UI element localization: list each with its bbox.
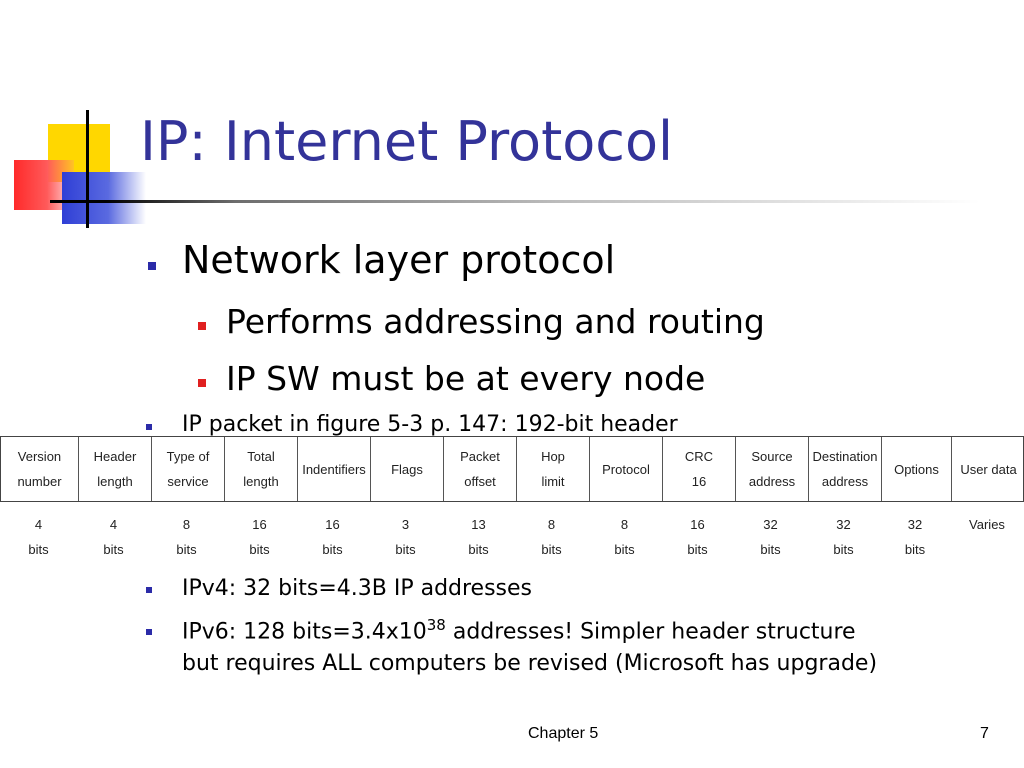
field-name: Destination address [812,449,878,489]
bullet-marker [148,262,156,270]
field-name: Total length [243,449,279,489]
field-size: 8 bits [614,517,635,557]
field-size-cell: Varies [950,512,1024,564]
field-name-cell: Flags [370,437,443,501]
footer-chapter: Chapter 5 [528,725,599,742]
field-size: 8 bits [541,517,562,557]
field-size-cell: 3 bits [369,512,442,564]
field-size: 16 bits [249,517,270,557]
field-name-cell: Type of service [151,437,224,501]
field-name: Version number [17,449,62,489]
field-size: 3 bits [395,517,416,557]
field-size-cell: 16 bits [661,512,734,564]
field-size: 4 bits [103,517,124,557]
field-size-cell: 8 bits [515,512,588,564]
field-name-cell: Protocol [589,437,662,501]
ipv6-suffix: addresses! Simpler header structure [445,619,856,645]
field-size: 8 bits [176,517,197,557]
bullet-marker [146,629,152,635]
sub-bullet-marker [198,379,206,387]
field-name-cell: CRC 16 [662,437,735,501]
field-size-cell: 8 bits [150,512,223,564]
field-name: Header length [93,449,137,489]
field-size: 13 bits [468,517,489,557]
field-size-cell: 4 bits [77,512,150,564]
bullet-ipv4: IPv4: 32 bits=4.3B IP addresses [182,576,533,601]
sub-bullet-addressing: Performs addressing and routing [226,302,765,341]
field-size-cell: 4 bits [0,512,77,564]
field-size-cell: 32 bits [807,512,880,564]
field-size: 4 bits [28,517,49,557]
field-name: Hop limit [541,449,565,489]
field-size: 32 bits [760,517,781,557]
field-name-cell: Total length [224,437,297,501]
bullet-ip-packet: IP packet in figure 5-3 p. 147: 192-bit … [182,412,678,437]
field-size: Varies [969,517,1005,532]
ip-packet-figure: Version number Header length Type of servi… [0,436,1024,567]
field-size: 16 bits [687,517,708,557]
bullet-marker [146,587,152,593]
field-name-cell: Hop limit [516,437,589,501]
field-name-cell: Packet offset [443,437,516,501]
field-name: Packet offset [460,449,500,489]
field-size-cell: 16 bits [223,512,296,564]
slide-number: 7 [980,725,989,742]
field-name-cell: Version number [1,437,78,501]
field-name: Options [894,461,939,477]
sub-bullet-every-node: IP SW must be at every node [226,359,706,398]
field-size-cell: 16 bits [296,512,369,564]
field-name: Protocol [602,461,650,477]
field-name-cell: Header length [78,437,151,501]
field-name-cell: Indentifiers [297,437,370,501]
field-size: 32 bits [904,517,926,557]
field-size-cell: 32 bits [734,512,807,564]
bullet-ipv6-continuation: but requires ALL computers be revised (M… [182,651,878,676]
ipv6-exponent: 38 [426,616,446,634]
field-name: CRC 16 [684,449,714,489]
field-size-cell: 8 bits [588,512,661,564]
field-size: 32 bits [833,517,854,557]
decor-vertical-line [86,110,89,228]
field-name-cell: Destination address [808,437,881,501]
field-size: 16 bits [322,517,343,557]
ipv6-prefix: IPv6: 128 bits=3.4x10 [182,619,427,645]
field-name: User data [960,461,1017,477]
field-name-cell: Source address [735,437,808,501]
field-name-cell: Options [881,437,951,501]
bullet-marker [146,424,152,430]
bullet-ipv6: IPv6: 128 bits=3.4x1038 addresses! Simpl… [182,616,856,644]
slide-title: IP: Internet Protocol [140,110,674,173]
field-size-cell: 13 bits [442,512,515,564]
sub-bullet-marker [198,322,206,330]
header-fields-row: Version number Header length Type of servi… [0,436,1024,502]
decor-blue-square [62,172,146,224]
field-name-cell: User data [951,437,1024,501]
field-name: Indentifiers [302,461,366,477]
bullet-network-layer: Network layer protocol [182,238,616,282]
field-size-cell: 32 bits [880,512,950,564]
field-name: Flags [391,461,423,477]
field-name: Type of service [166,449,210,489]
field-name: Source address [748,449,796,489]
title-underline [50,200,980,203]
